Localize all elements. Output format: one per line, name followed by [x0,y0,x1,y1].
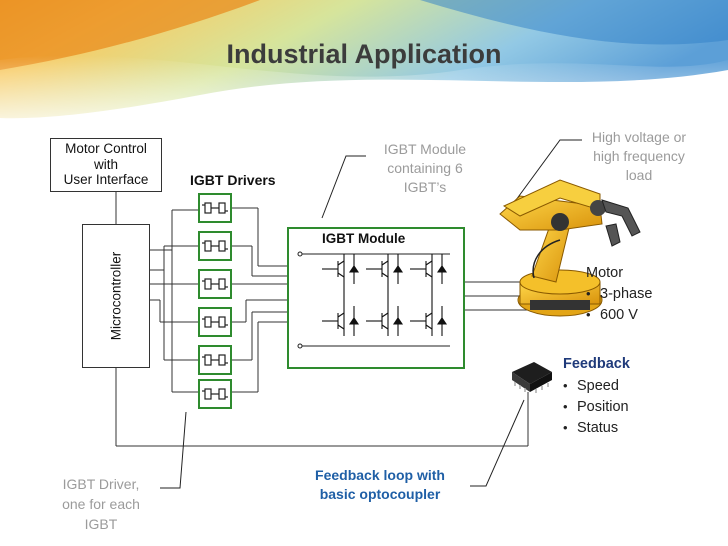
igbt-driver-4 [198,307,232,337]
feedback-loop-callout: Feedback loop with basic optocoupler [315,467,445,502]
slide-title: Industrial Application [226,39,502,69]
igbt-drivers-label: IGBT Drivers [190,172,276,188]
igbt-transistor-array [322,254,448,336]
igbt-driver-callout: IGBT Driver, one for each IGBT [62,476,140,532]
list-item: Speed [563,375,629,396]
igbt-driver-2 [198,231,232,261]
igbt-driver-5 [198,345,232,375]
motor-spec-list: 3-phase 600 V [586,283,652,325]
list-item: 600 V [586,304,652,325]
microcontroller-box: Microcontroller [82,224,150,368]
list-item: Status [563,417,629,438]
motor-control-box: Motor Control with User Interface [50,138,162,192]
microcontroller-label: Microcontroller [108,251,124,341]
list-item: 3-phase [586,283,652,304]
list-item: Position [563,396,629,417]
igbt-driver-3 [198,269,232,299]
igbt-module-label: IGBT Module [322,231,406,246]
igbt-driver-6 [198,379,232,409]
igbt-driver-1 [198,193,232,223]
header-decoration [0,0,728,141]
robot-arm-illustration [499,179,641,317]
igbt-driver-boxes [198,193,232,409]
feedback-title: Feedback [563,356,630,372]
igbt-module-box [287,227,465,369]
callout-leaders [160,139,582,489]
igbt-module-callout: IGBT Module containing 6 IGBT’s [383,141,467,195]
feedback-list: Speed Position Status [563,375,629,438]
motor-title: Motor [586,265,624,281]
high-voltage-load-callout: High voltage or high frequency load [591,129,687,183]
optocoupler-chip-icon [512,362,552,393]
